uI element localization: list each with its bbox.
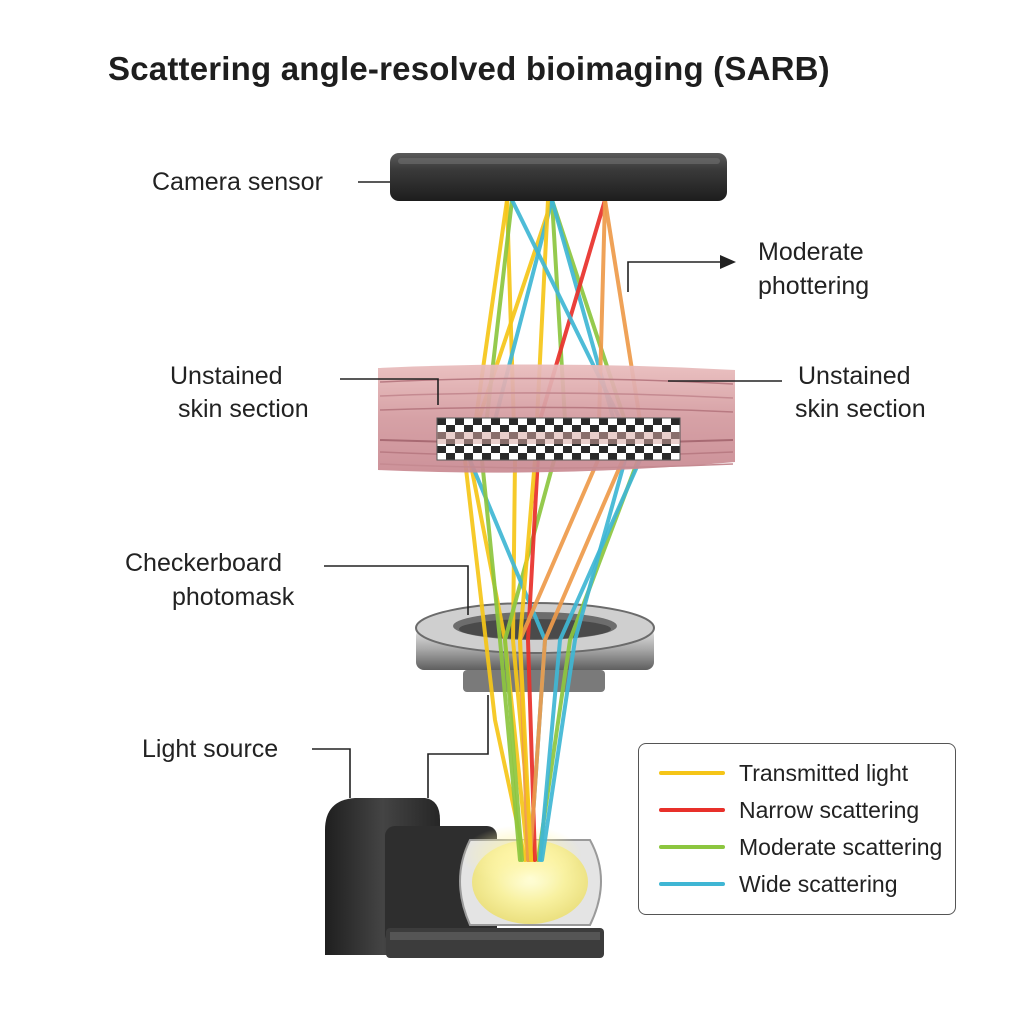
- ray-narrow-7: [526, 198, 607, 862]
- label-photomask-line1: Checkerboard: [125, 549, 283, 577]
- leader-photomask: [324, 565, 469, 615]
- ray-transmitted-2: [463, 198, 554, 862]
- leader-light-source: [312, 748, 351, 798]
- label-skin-right-line2: skin section: [795, 395, 926, 423]
- ray-moderate-4: [536, 198, 640, 862]
- ray-transmitted-10: [518, 198, 550, 862]
- legend-swatch-moderate: [659, 845, 725, 849]
- label-photomask-line2: photomask: [172, 583, 295, 611]
- leader-lines: [312, 181, 782, 798]
- legend-swatch-wide: [659, 882, 725, 886]
- leader-arrowhead: [720, 255, 736, 269]
- leader-skin-left: [340, 378, 439, 405]
- leader-light-source-2: [427, 695, 489, 798]
- legend-label-moderate: Moderate scattering: [739, 833, 943, 860]
- legend-item-transmitted: Transmitted light: [639, 758, 955, 788]
- ray-transmitted-0: [468, 198, 530, 862]
- label-moderate-line2: phottering: [758, 272, 870, 300]
- ray-moderate-11: [480, 198, 522, 862]
- label-skin-left-line1: Unstained: [170, 362, 283, 390]
- page-title: Scattering angle-resolved bioimaging (SA…: [108, 50, 830, 87]
- ray-wide-12: [510, 198, 642, 862]
- legend-item-narrow: Narrow scattering: [639, 795, 955, 825]
- legend-swatch-narrow: [659, 808, 725, 812]
- ray-orange-8: [528, 198, 642, 862]
- label-light-source: Light source: [142, 735, 279, 763]
- legend-label-wide: Wide scattering: [739, 870, 898, 897]
- light-source-device: [325, 798, 604, 958]
- checkerboard-photomask: [436, 417, 681, 461]
- label-skin-left-line2: skin section: [178, 395, 309, 423]
- label-skin-right-line1: Unstained: [798, 362, 911, 390]
- legend-label-transmitted: Transmitted light: [739, 759, 909, 786]
- legend: Transmitted light Narrow scattering Mode…: [638, 743, 956, 915]
- legend-swatch-transmitted: [659, 771, 725, 775]
- label-camera-sensor: Camera sensor: [152, 168, 323, 196]
- leader-moderate: [627, 261, 720, 292]
- legend-item-wide: Wide scattering: [639, 869, 955, 899]
- legend-item-moderate: Moderate scattering: [639, 832, 955, 862]
- label-moderate-line1: Moderate: [758, 238, 864, 266]
- camera-sensor: [390, 153, 727, 201]
- light-rays: [463, 198, 642, 862]
- legend-label-narrow: Narrow scattering: [739, 796, 920, 823]
